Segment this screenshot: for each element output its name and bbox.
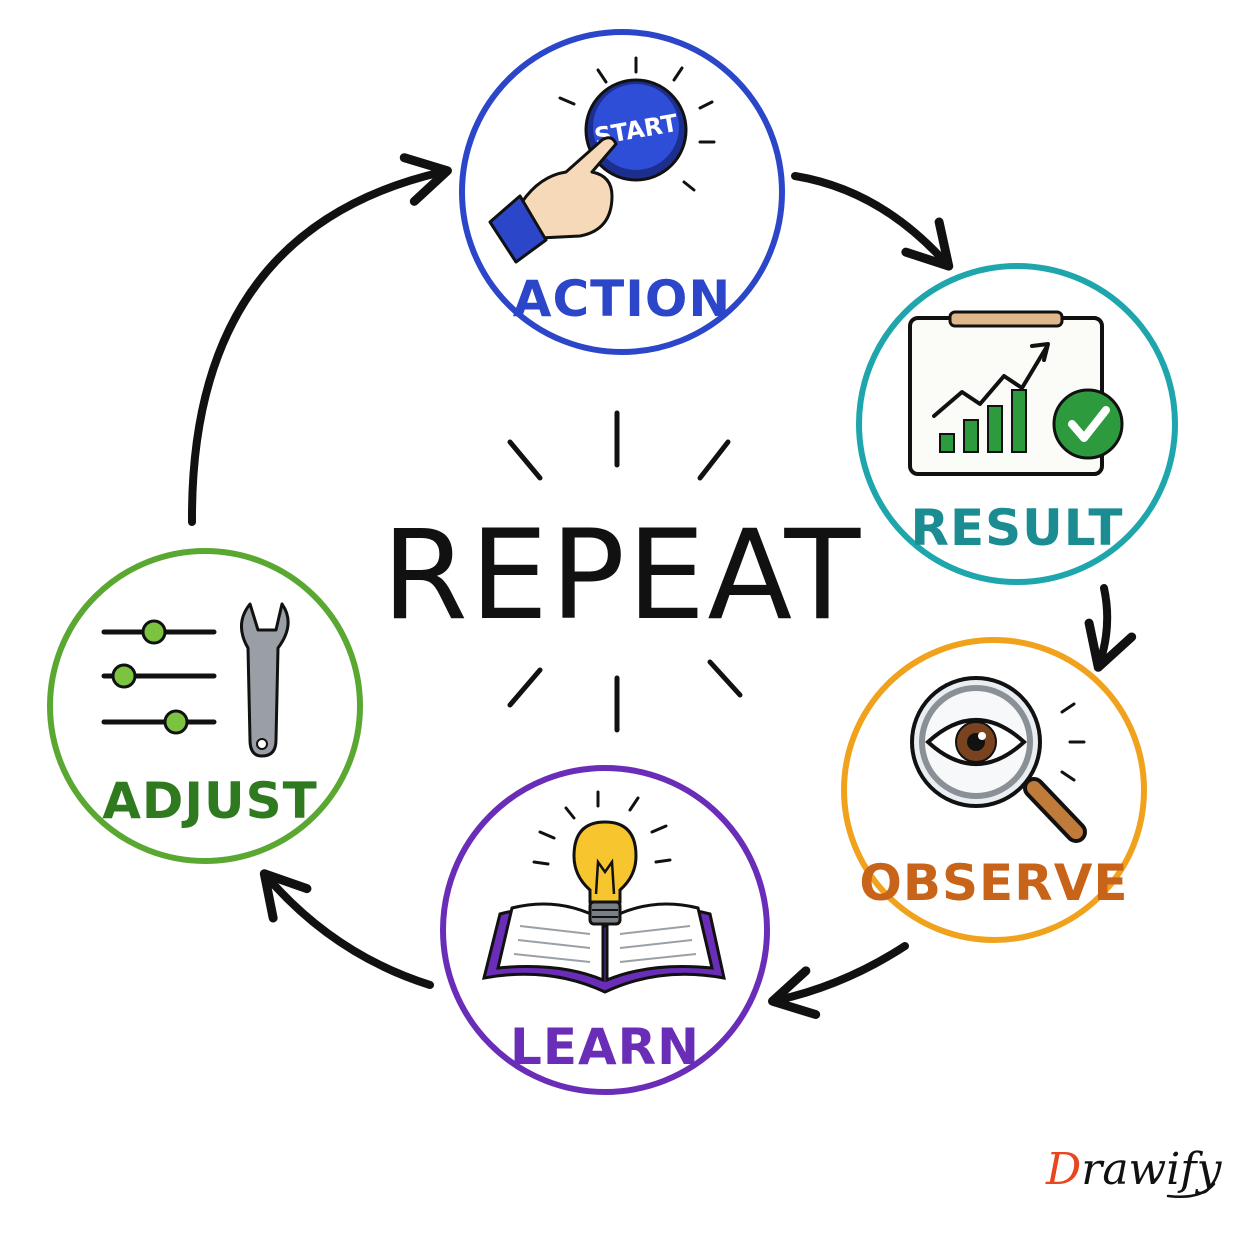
drawify-logo: Drawify [1045, 1144, 1223, 1198]
cycle-arrows [187, 153, 1137, 1019]
arrow-result-to-observe [1084, 584, 1137, 672]
stage-observe: OBSERVE [841, 637, 1147, 943]
stage-adjust: ADJUST [47, 548, 363, 864]
sliders-wrench-icon [101, 602, 290, 758]
stage-learn: LEARN [440, 765, 770, 1095]
start-button-press-icon: START [488, 56, 716, 264]
svg-text:Drawify: Drawify [1045, 1144, 1223, 1195]
arrow-adjust-to-action [187, 153, 452, 526]
stage-action: START ACTION [459, 29, 785, 355]
magnifier-eye-icon [910, 676, 1087, 843]
arrow-action-to-result [791, 172, 954, 271]
stage-action-label: ACTION [513, 270, 731, 328]
book-lightbulb-icon [481, 790, 726, 994]
stage-action-circle [459, 29, 785, 355]
stage-observe-label: OBSERVE [859, 854, 1128, 912]
stage-learn-label: LEARN [510, 1018, 700, 1076]
arrow-learn-to-adjust [259, 869, 434, 989]
logo-first-letter: D [1045, 1144, 1081, 1195]
repeat-title: REPEAT [382, 504, 863, 648]
arrow-observe-to-learn [768, 942, 909, 1019]
stage-result-label: RESULT [911, 499, 1124, 557]
repeat-burst [507, 410, 743, 733]
stage-adjust-label: ADJUST [102, 772, 318, 830]
growth-chart-check-icon [908, 310, 1124, 476]
logo-rest: rawify [1081, 1144, 1222, 1195]
stage-result: RESULT [856, 263, 1178, 585]
